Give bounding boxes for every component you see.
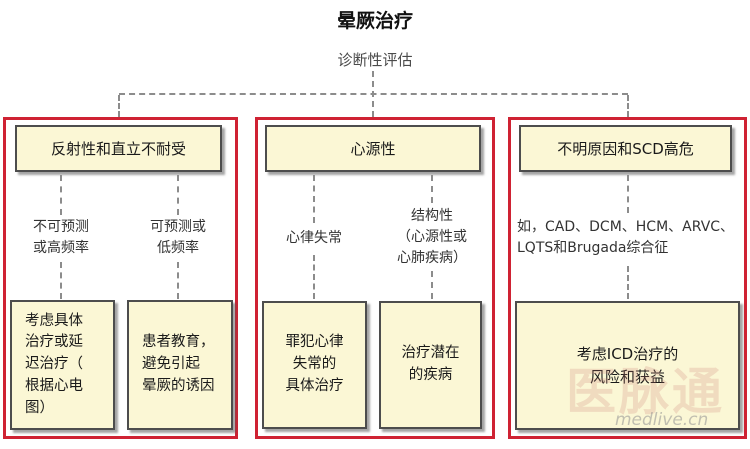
branch-label-unpredictable: 不可预测 或高频率 bbox=[33, 219, 89, 256]
action-box-treat-underlying-disease: 治疗潜在 的疾病 bbox=[379, 301, 482, 429]
column-unexplained-scd-risk: 不明原因和SCD高危 如，CAD、DCM、HCM、ARVC、 LQTS和Brug… bbox=[508, 117, 747, 439]
dashed-connector bbox=[177, 175, 179, 215]
action-box-culprit-arrhythmia-treatment: 罪犯心律 失常的 具体治疗 bbox=[262, 301, 367, 429]
branch-label-arrhythmia: 心律失常 bbox=[286, 230, 342, 246]
dashed-connector bbox=[60, 175, 62, 215]
dashed-connector bbox=[177, 262, 179, 299]
connector-right-drop bbox=[627, 95, 629, 117]
branch-label-structural: 结构性 （心源性或 心肺疾病） bbox=[397, 208, 467, 266]
action-box-patient-education: 患者教育， 避免引起 晕厥的诱因 bbox=[127, 300, 233, 430]
dashed-connector bbox=[431, 175, 433, 203]
column-reflex-orthostatic: 反射性和直立不耐受 不可预测 或高频率 可预测或 低频率 考虑具体 治疗或延 迟… bbox=[3, 117, 238, 439]
dashed-connector bbox=[60, 262, 62, 299]
dashed-connector bbox=[431, 271, 433, 299]
dashed-connector bbox=[313, 175, 315, 223]
dashed-connector bbox=[313, 255, 315, 299]
branch-label-predictable: 可预测或 低频率 bbox=[150, 219, 206, 256]
action-box-icd-risk-benefit: 考虑ICD治疗的 风险和获益 bbox=[515, 301, 740, 430]
dashed-connector bbox=[627, 175, 629, 213]
branch-label-disease-examples: 如，CAD、DCM、HCM、ARVC、 LQTS和Brugada综合征 bbox=[517, 219, 735, 256]
dashed-connector bbox=[627, 266, 629, 299]
column-cardiogenic: 心源性 心律失常 结构性 （心源性或 心肺疾病） 罪犯心律 失常的 具体治疗 治… bbox=[255, 117, 495, 439]
connector-left-drop bbox=[118, 95, 120, 117]
column-header-cardiogenic: 心源性 bbox=[265, 125, 481, 172]
column-header-scd-risk: 不明原因和SCD高危 bbox=[519, 125, 732, 172]
page-title: 晕厥治疗 bbox=[336, 10, 413, 32]
diagnostic-evaluation-label: 诊断性评估 bbox=[337, 51, 413, 69]
action-box-specific-or-delayed-treatment: 考虑具体 治疗或延 迟治疗（ 根据心电 图） bbox=[10, 300, 115, 430]
column-header-reflex: 反射性和直立不耐受 bbox=[15, 125, 222, 172]
connector-horizontal bbox=[119, 93, 628, 95]
